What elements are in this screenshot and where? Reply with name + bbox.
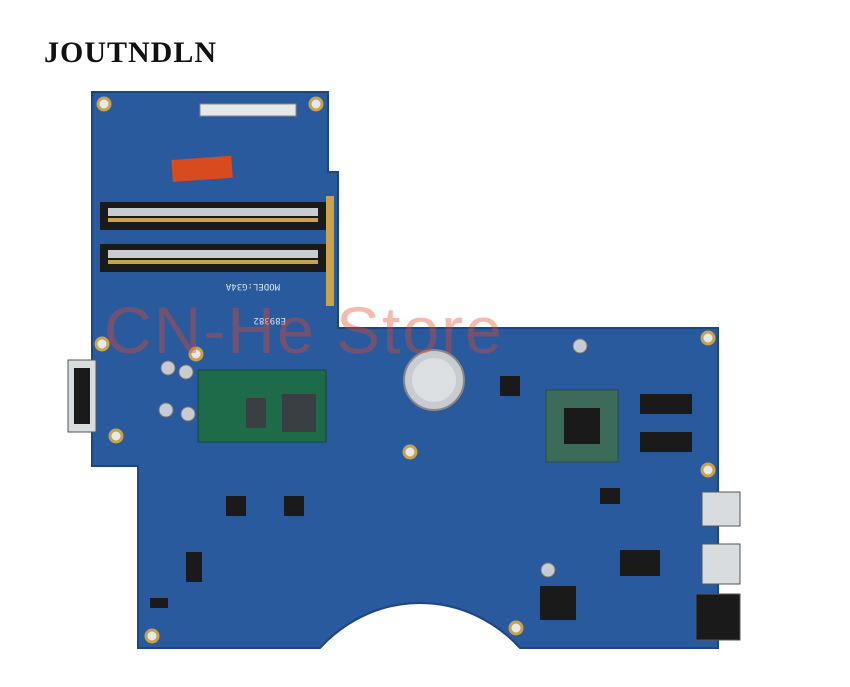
part-label: E89382 (253, 315, 286, 325)
hdmi-port (701, 543, 741, 585)
model-label: MODEL:G34A (225, 281, 280, 291)
cpu-chip (197, 369, 327, 443)
gold-edge (326, 196, 334, 306)
mounting-holes (94, 96, 716, 644)
display-connector (199, 103, 297, 117)
ethernet-port (695, 593, 741, 641)
gpu-chip (545, 389, 619, 463)
usb-port (701, 491, 741, 527)
cmos-battery (403, 349, 465, 411)
seller-logo: JOUTNDLN (44, 36, 218, 69)
ram-slot-2 (100, 244, 326, 272)
serial-sticker (171, 155, 233, 182)
ram-slot-1 (100, 202, 326, 230)
sata-port (74, 368, 90, 424)
capacitors (158, 338, 588, 578)
smd-components (150, 376, 660, 620)
vram-chips (640, 394, 692, 452)
